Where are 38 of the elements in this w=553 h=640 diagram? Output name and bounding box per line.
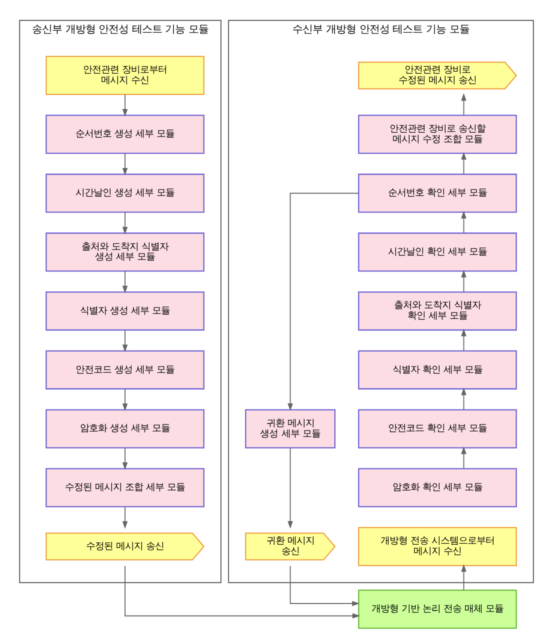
arrow (122, 152, 128, 176)
node-box: 출처와 도착지 식별자 생성 세부 모듈 (46, 232, 204, 272)
arrow (122, 329, 128, 352)
arrow (122, 270, 128, 293)
arrow (122, 94, 128, 116)
node-box: 개방형 기반 논리 전송 매체 모듈 (358, 589, 517, 628)
node-box: 안전관련 장비로부터 메시지 수신 (46, 55, 204, 95)
arrow (288, 192, 359, 410)
arrow (122, 212, 128, 234)
node-box: 안전관련 장비로 송신할 메시지 수정 조합 모듈 (358, 114, 517, 154)
node-box: 순서번호 확인 세부 모듈 (358, 173, 517, 212)
arrow (461, 564, 466, 590)
arrow (122, 447, 128, 470)
node-box: 식별자 생성 세부 모듈 (46, 290, 204, 330)
node-box: 안전코드 생성 세부 모듈 (46, 350, 204, 389)
node-box: 식별자 확인 세부 모듈 (358, 350, 517, 389)
arrow (461, 269, 466, 292)
node-box: 안전코드 확인 세부 모듈 (358, 408, 517, 448)
arrow (288, 446, 293, 528)
node-box: 암호화 생성 세부 모듈 (46, 408, 204, 448)
node-box: 귀환 메시지 생성 세부 모듈 (245, 408, 336, 448)
node-box: 시간날인 생성 세부 모듈 (46, 173, 204, 212)
arrow (461, 210, 466, 233)
arrow (124, 564, 360, 618)
node-box: 출처와 도착지 식별자 확인 세부 모듈 (358, 290, 517, 330)
arrow (461, 152, 466, 174)
node-box: 개방형 전송 시스템으로부터 메시지 수신 (358, 526, 517, 566)
arrow (461, 328, 466, 351)
arrow (122, 506, 128, 528)
arrow (461, 387, 466, 410)
node-box: 수정된 메시지 조합 세부 모듈 (46, 468, 204, 507)
node-box: 순서번호 생성 세부 모듈 (46, 114, 204, 154)
arrow (290, 564, 360, 606)
node-box: 암호화 확인 세부 모듈 (358, 468, 517, 507)
arrow (122, 388, 128, 411)
arrow (461, 92, 466, 116)
arrow (461, 446, 466, 468)
node-box: 시간날인 확인 세부 모듈 (358, 232, 517, 272)
